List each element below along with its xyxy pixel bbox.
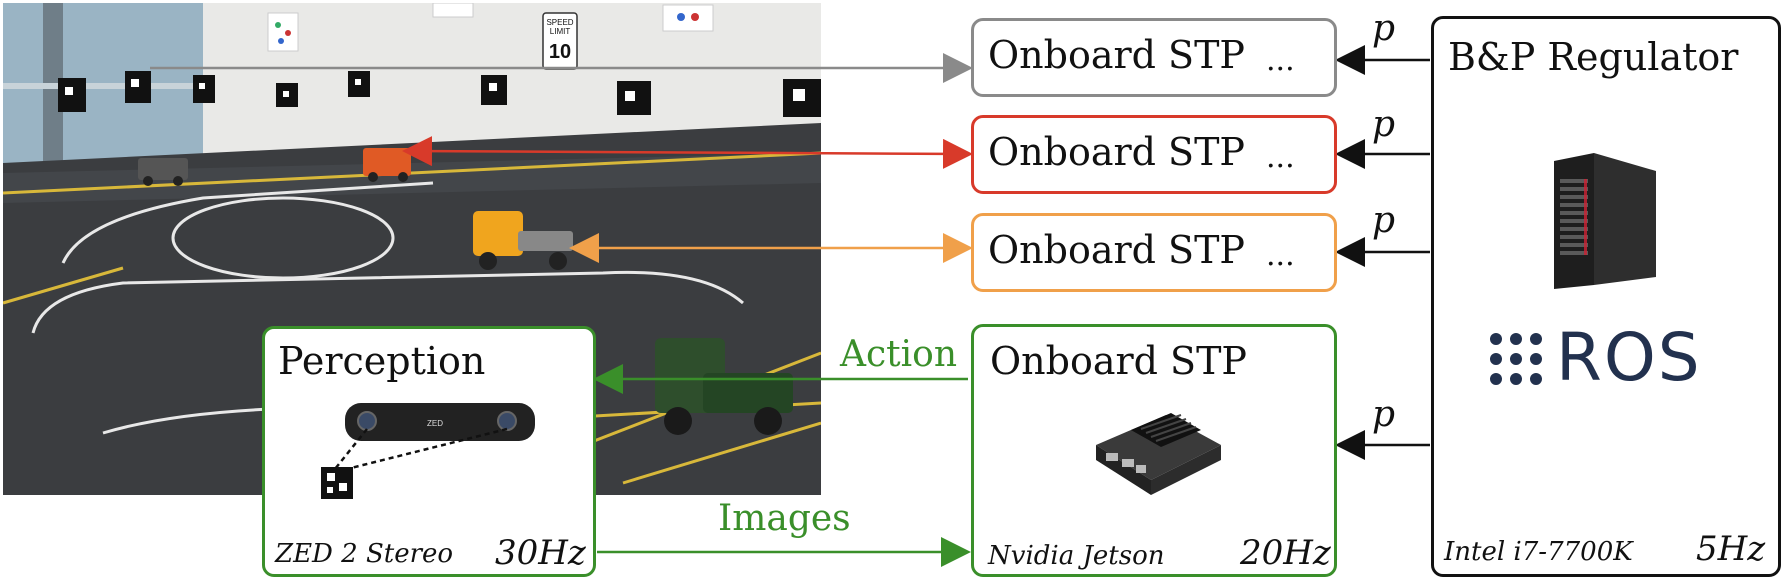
- red-link-arrow: [402, 136, 973, 169]
- action-label: Action: [840, 334, 957, 375]
- sign-line2: LIMIT: [550, 27, 571, 36]
- server-tower-icon: [1554, 153, 1656, 289]
- test-track-photo: SPEED LIMIT 10: [3, 3, 821, 495]
- nvidia-jetson-board-icon: [1096, 413, 1221, 495]
- regulator-hardware-label: Intel i7-7700K: [1444, 537, 1633, 567]
- green-truck: [655, 338, 793, 435]
- regulator-title: B&P Regulator: [1448, 35, 1739, 79]
- ellipsis: ...: [1266, 238, 1295, 273]
- stereo-camera-icon: ZED: [321, 403, 535, 499]
- perception-hardware-label: ZED 2 Stereo: [275, 539, 454, 569]
- stp-box-jetson: Onboard STP Nvidia Jetson 20Hz: [971, 324, 1337, 577]
- sign-value: 10: [549, 41, 571, 63]
- ros-dots-icon: [1490, 333, 1542, 385]
- perception-rate-label: 30Hz: [495, 533, 586, 573]
- stp-title: Onboard STP: [988, 228, 1246, 272]
- images-label: Images: [718, 498, 851, 539]
- perception-box: Perception ZED ZED 2 Stereo 30Hz: [262, 326, 596, 577]
- perception-title: Perception: [278, 339, 486, 383]
- stp-box-red: Onboard STP ...: [971, 115, 1337, 194]
- p-label-4: p: [1372, 394, 1396, 435]
- p-label-2: p: [1372, 104, 1396, 145]
- stp-title: Onboard STP: [988, 33, 1246, 77]
- jetson-rate-label: 20Hz: [1240, 533, 1331, 573]
- stp-box-gray: Onboard STP ...: [971, 18, 1337, 97]
- stp-title: Onboard STP: [988, 130, 1246, 174]
- ellipsis: ...: [1266, 140, 1295, 175]
- sign-line1: SPEED: [546, 18, 573, 27]
- p-label-3: p: [1372, 200, 1396, 241]
- stp-title: Onboard STP: [990, 339, 1248, 383]
- orange-truck: [473, 211, 573, 270]
- p-label-1: p: [1372, 8, 1396, 49]
- jetson-hardware-label: Nvidia Jetson: [988, 541, 1165, 571]
- ros-logo: ROS: [1488, 319, 1728, 396]
- gray-truck: [138, 158, 188, 186]
- stp-box-orange: Onboard STP ...: [971, 213, 1337, 292]
- ellipsis: ...: [1266, 43, 1295, 78]
- regulator-rate-label: 5Hz: [1696, 529, 1766, 569]
- camera-brand: ZED: [427, 419, 443, 428]
- red-truck: [363, 148, 411, 182]
- regulator-box: B&P Regulator ROS Intel i7-7700K 5Hz: [1431, 16, 1781, 577]
- ros-logo-text: ROS: [1556, 319, 1702, 396]
